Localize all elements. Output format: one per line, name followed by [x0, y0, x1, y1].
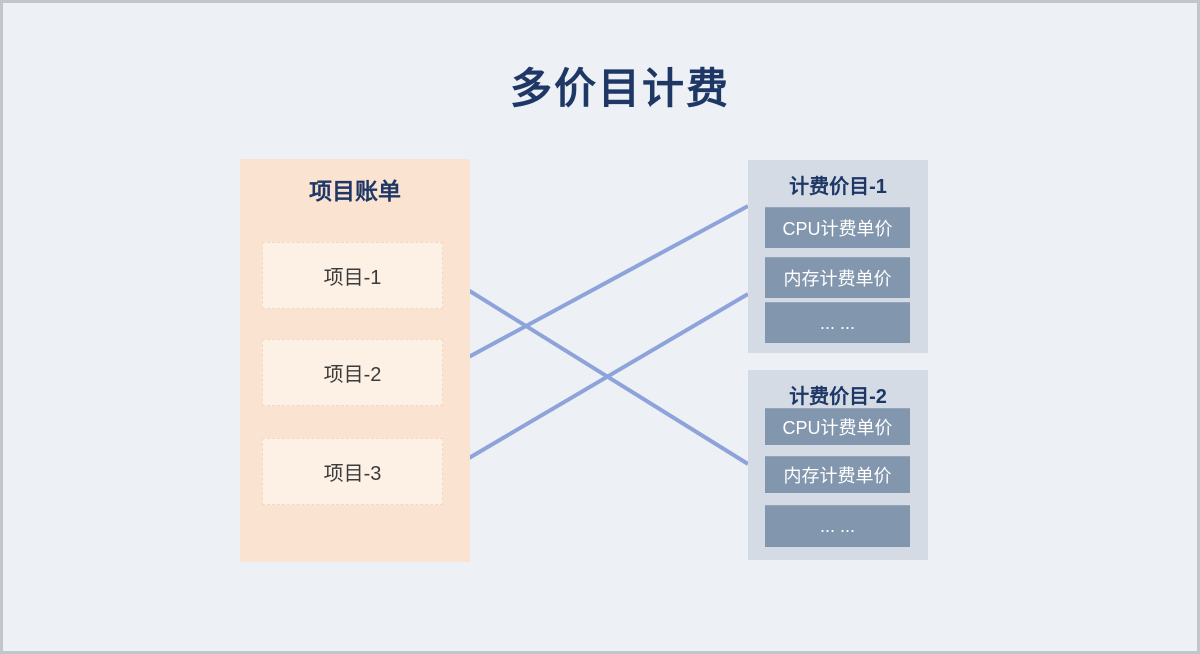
- price-row-cpu: CPU计费单价: [765, 207, 910, 248]
- arrow-price1-to-project3-icon: [446, 292, 750, 477]
- bill-item-label: 项目-1: [323, 267, 382, 289]
- price-row-label: CPU计费单价: [782, 219, 893, 239]
- arrow-price1-to-project2-icon: [446, 204, 749, 375]
- bill-panel: 项目账单 项目-1 项目-2 项目-3: [240, 159, 470, 562]
- price-panel-2-title: 计费价目-2: [789, 386, 887, 408]
- bill-item-label: 项目-3: [323, 463, 382, 485]
- price-row-memory: 内存计费单价: [765, 257, 910, 298]
- bill-item-project-3: 项目-3: [262, 438, 443, 505]
- price-panel-2: 计费价目-2 CPU计费单价 内存计费单价 ... ...: [748, 370, 928, 560]
- bill-panel-title: 项目账单: [309, 178, 401, 204]
- bill-item-project-2: 项目-2: [262, 339, 443, 406]
- price-panel-1: 计费价目-1 CPU计费单价 内存计费单价 ... ...: [748, 160, 928, 353]
- price-row-label: ... ...: [819, 312, 855, 333]
- price-row-label: 内存计费单价: [783, 269, 892, 289]
- bill-item-label: 项目-2: [323, 364, 382, 386]
- price-row-memory: 内存计费单价: [765, 456, 910, 493]
- diagram-title: 多价目计费: [509, 65, 730, 112]
- arrow-price2-to-project1-icon: [446, 271, 750, 466]
- bill-item-project-1: 项目-1: [262, 242, 443, 309]
- price-row-more: ... ...: [765, 505, 910, 547]
- price-row-label: CPU计费单价: [782, 418, 893, 438]
- price-row-cpu: CPU计费单价: [765, 408, 910, 445]
- price-row-label: 内存计费单价: [783, 466, 892, 486]
- price-row-label: ... ...: [819, 516, 855, 536]
- price-panel-1-title: 计费价目-1: [789, 176, 887, 198]
- price-row-more: ... ...: [765, 302, 910, 343]
